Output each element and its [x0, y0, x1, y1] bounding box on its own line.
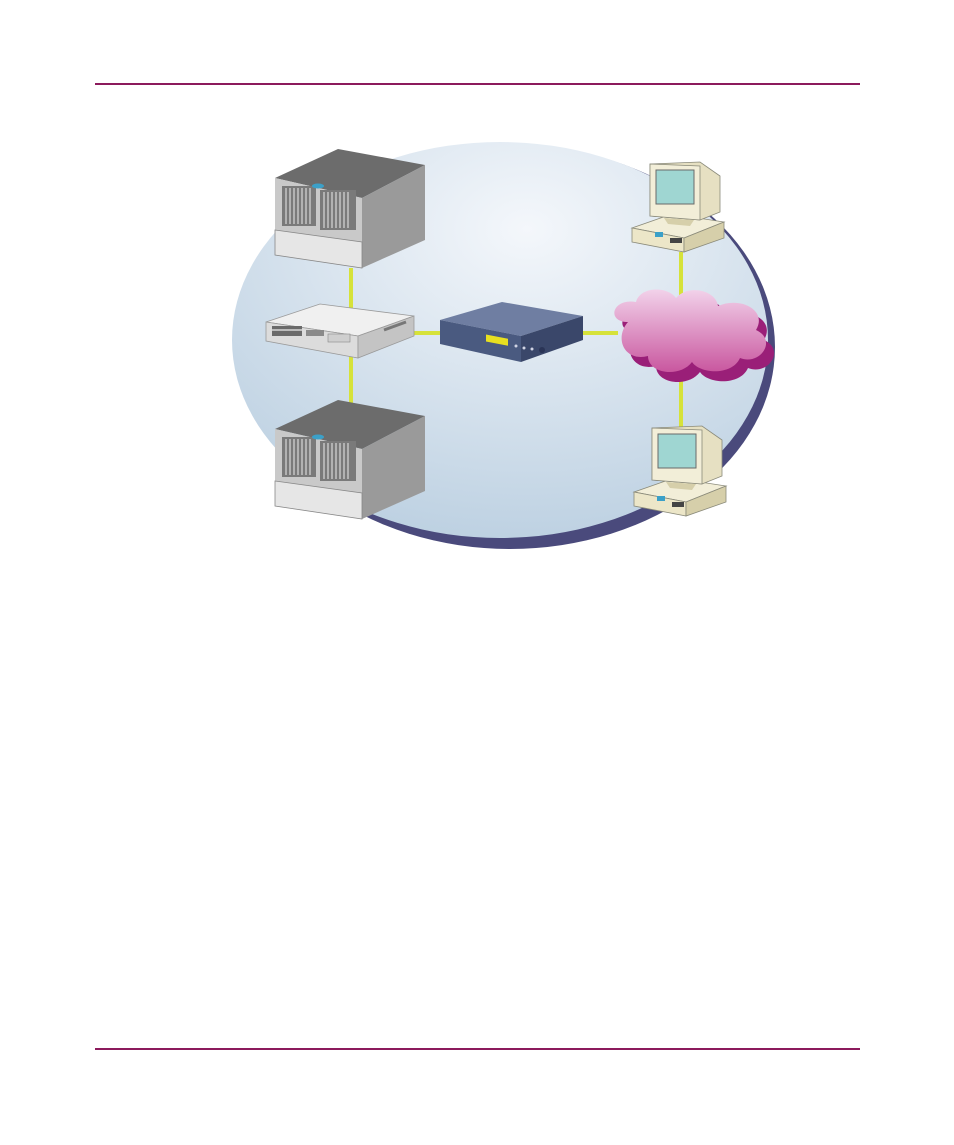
footer-rule: [95, 1048, 860, 1050]
